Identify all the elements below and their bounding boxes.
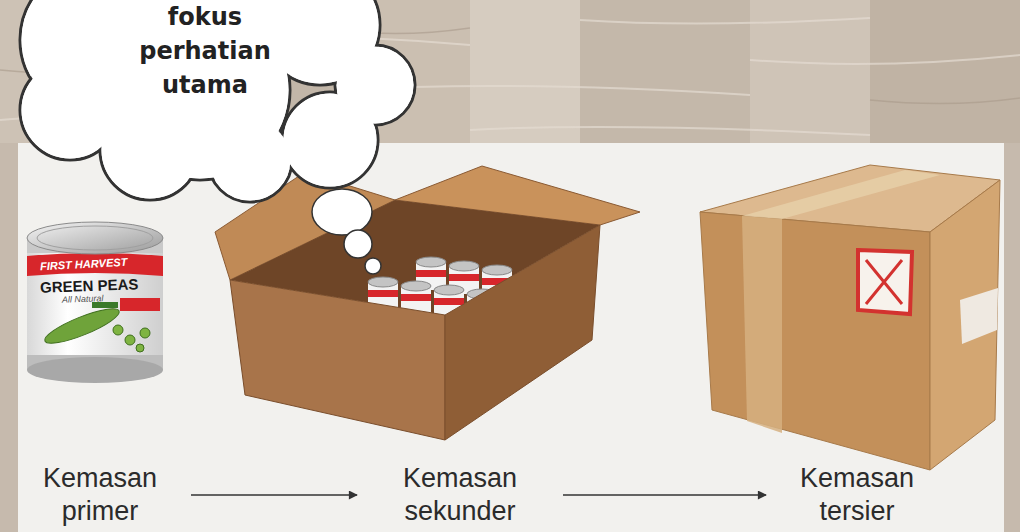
box-side-face — [445, 225, 600, 440]
small-can-lid — [434, 285, 464, 295]
can-lid — [27, 222, 163, 254]
stage-label: Kemasan sekunder — [385, 462, 535, 528]
pea — [113, 325, 123, 335]
pea — [136, 344, 144, 352]
stage-name: Kemasan primer — [37, 462, 163, 528]
flow-arrow — [563, 494, 766, 496]
small-can-lid — [482, 265, 512, 275]
thought-text: fokus perhatian utama — [130, 0, 280, 102]
pea-pod — [42, 303, 123, 350]
small-can-lid — [449, 261, 479, 271]
panel — [18, 143, 1004, 532]
small-can-lid — [368, 277, 398, 287]
packing-tape — [742, 216, 782, 433]
wood-plank — [870, 0, 1020, 150]
stage-name: Kemasan sekunder — [385, 462, 535, 528]
can-body — [27, 238, 163, 370]
thought-bubble — [344, 230, 372, 258]
cloud-shape — [20, 0, 420, 210]
can-red-band — [27, 253, 163, 276]
thought-cloud: fokus perhatian utama — [20, 0, 420, 210]
thought-bubble — [365, 258, 381, 274]
text-group: Kemasan tersier — [794, 462, 920, 528]
can-bottom — [27, 357, 163, 383]
can-lid-ring — [37, 226, 153, 250]
tagline-text: All Natural — [62, 293, 104, 304]
small-can-band — [434, 298, 464, 305]
text-group: fokus perhatian utama — [130, 0, 280, 102]
small-can-band — [449, 274, 479, 281]
wood-border — [0, 143, 18, 532]
small-can-band — [401, 294, 431, 301]
stage-label: Kemasan primer — [37, 462, 163, 528]
text-group: Kemasan primer — [37, 462, 163, 528]
stage-label: Kemasan tersier — [794, 462, 920, 528]
small-can-lid — [401, 281, 431, 291]
text-group: Kemasan sekunder — [385, 462, 535, 528]
small-can-lid — [416, 257, 446, 267]
thought-bubble — [312, 189, 372, 235]
fragile-sticker — [858, 250, 912, 314]
fragile-symbol — [866, 260, 902, 304]
closed-box-front — [700, 212, 930, 470]
can-red-patch — [120, 298, 160, 311]
packing-tape — [742, 170, 940, 219]
product-text: GREEN PEAS — [40, 275, 139, 295]
small-can-band — [416, 270, 446, 277]
small-can-band — [368, 290, 398, 297]
flow-arrow — [191, 494, 357, 496]
closed-box-side — [930, 180, 1000, 470]
pea — [140, 328, 150, 338]
box-front-face — [230, 280, 445, 440]
stage-name: Kemasan tersier — [794, 462, 920, 528]
shipping-label — [960, 288, 998, 344]
pea — [125, 335, 135, 345]
wood-border — [1004, 143, 1020, 532]
